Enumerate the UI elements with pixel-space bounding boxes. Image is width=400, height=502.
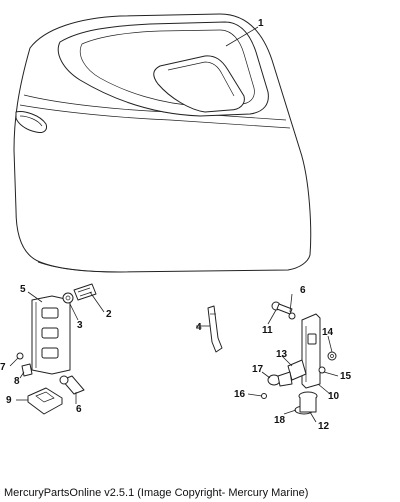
- callout-4: 4: [196, 322, 202, 333]
- callout-1: 1: [258, 18, 264, 29]
- callout-7: 7: [0, 362, 6, 373]
- image-copyright-caption: MercuryPartsOnline v2.5.1 (Image Copyrig…: [4, 487, 309, 499]
- latch-hook: [207, 305, 223, 353]
- callout-14: 14: [322, 327, 334, 338]
- callout-labels: 1 2 3 4 5 6 7 8 9 6 10 11 12 13 14 15 16…: [0, 18, 352, 432]
- callout-8: 8: [14, 376, 20, 387]
- callout-2: 2: [106, 309, 112, 320]
- callout-18: 18: [274, 415, 286, 426]
- callout-9: 9: [6, 395, 12, 406]
- callout-17: 17: [252, 364, 264, 375]
- callout-11: 11: [262, 325, 273, 336]
- leader-lines: [9, 26, 339, 423]
- bumper: [298, 391, 318, 413]
- screw-right: [271, 301, 296, 320]
- rubber-pad: [27, 387, 63, 415]
- callout-6-left: 6: [76, 404, 82, 415]
- callout-3: 3: [77, 320, 83, 331]
- callout-15: 15: [340, 371, 352, 382]
- sleeve: [267, 371, 293, 387]
- callout-12: 12: [318, 421, 330, 432]
- callout-6-right: 6: [300, 285, 306, 296]
- nut-and-screw: [318, 351, 337, 374]
- latch-bracket: [301, 313, 321, 389]
- callout-16: 16: [234, 389, 246, 400]
- callout-13: 13: [276, 349, 288, 360]
- top-cowl: [13, 13, 312, 273]
- screw-and-washer: [62, 283, 97, 304]
- callout-5: 5: [20, 284, 26, 295]
- callout-10: 10: [328, 391, 340, 402]
- bracket-plate: [31, 295, 71, 375]
- stud-lower-left: [59, 375, 85, 395]
- small-pin: [261, 393, 267, 399]
- small-washer-and-bushing: [16, 352, 33, 377]
